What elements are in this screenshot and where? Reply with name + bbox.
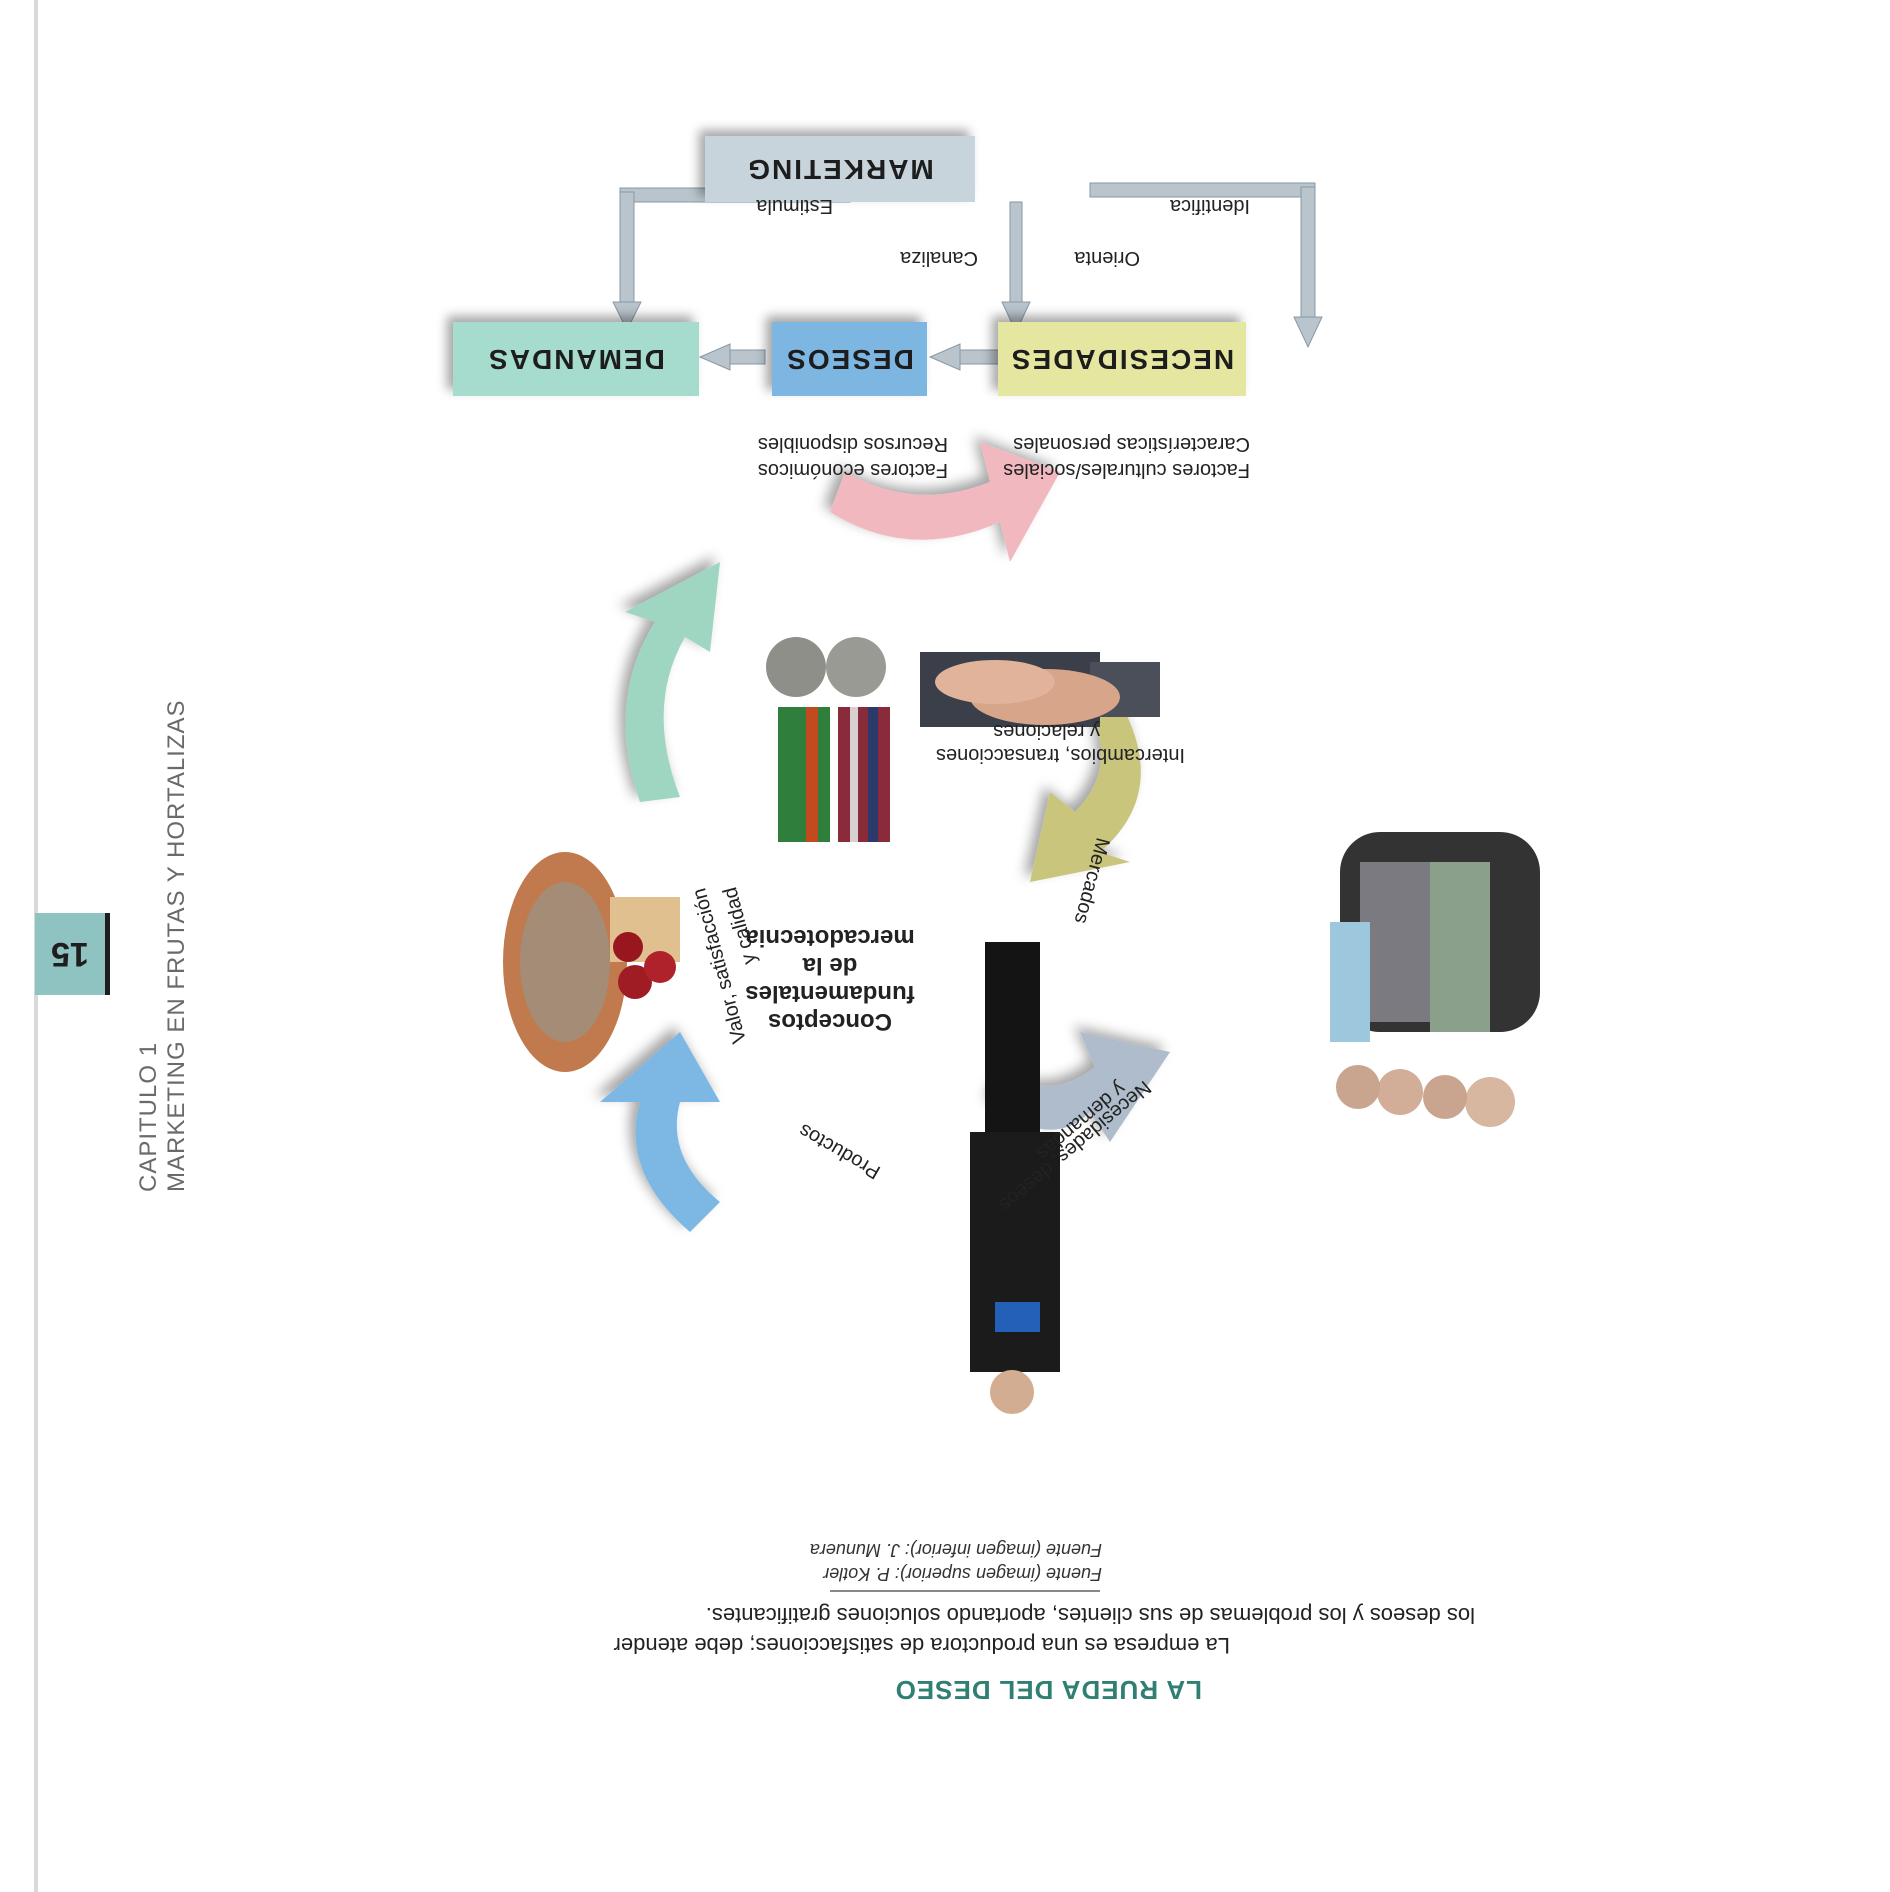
note-necesidades-1: Factores culturales/sociales: [1003, 458, 1250, 482]
note-necesidades-2: Características personales: [1013, 432, 1250, 456]
arrow-necesidades-deseos: [954, 350, 1002, 364]
label-canaliza: Canaliza: [900, 246, 978, 269]
deseos-box: DESEOS: [772, 322, 927, 396]
label-identifica: Identifica: [1170, 194, 1250, 217]
label-estimula: Estimula: [756, 194, 833, 217]
note-demandas-1: Factores económicos: [758, 458, 948, 482]
label-orienta: Orienta: [1074, 246, 1140, 269]
arrow-deseos-demandas: [725, 350, 765, 364]
arrow-orienta: [1010, 202, 1022, 312]
necesidades-box: NECESIDADES: [998, 322, 1246, 396]
marketing-box: MARKETING: [705, 136, 975, 202]
demandas-box: DEMANDAS: [453, 322, 699, 396]
note-demandas-2: Recursos disponibles: [758, 432, 948, 456]
